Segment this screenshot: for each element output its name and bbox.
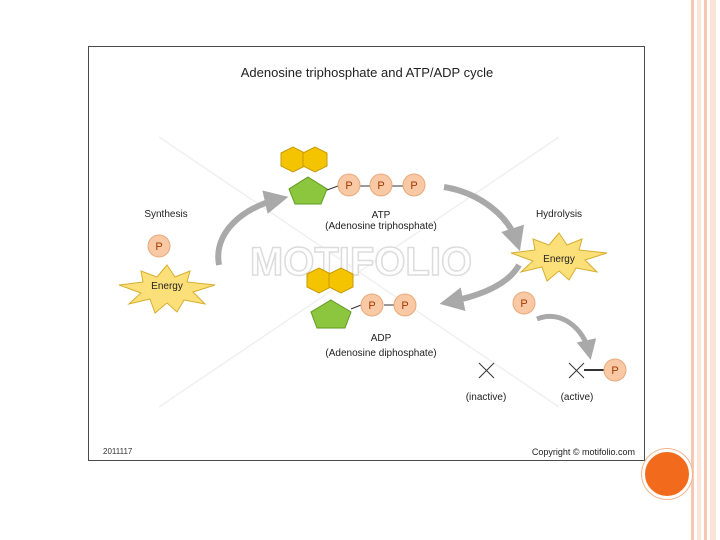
adp-base-hexagon-2	[328, 267, 354, 294]
watermark	[158, 136, 560, 408]
energy-burst-right	[510, 232, 608, 282]
adp-full-name: (Adenosine diphosphate)	[325, 348, 436, 359]
adp-molecule: P P	[306, 267, 417, 329]
inactive-label: (inactive)	[466, 392, 507, 403]
atp-adp-cycle-figure: MOTIFOLIO Adenosine triphosphate and ATP…	[88, 46, 645, 461]
atp-base-hexagon-1	[280, 146, 306, 173]
atp-sugar-pentagon	[288, 176, 328, 205]
atp-molecule: P P P	[280, 146, 426, 205]
adp-base-hexagon-1	[306, 267, 332, 294]
atp-full-name: (Adenosine triphosphate)	[325, 221, 437, 232]
atp-phosphate-1-label: P	[345, 180, 352, 192]
adp-phosphate-1	[360, 293, 384, 317]
watermark-text: MOTIFOLIO	[250, 240, 472, 284]
copyright: Copyright © motifolio.com	[532, 447, 635, 457]
figure-code: 2011117	[103, 447, 133, 456]
energy-right-label: Energy	[543, 254, 575, 265]
diagram-title: Adenosine triphosphate and ATP/ADP cycle	[241, 65, 493, 80]
slide-accent-circle	[642, 449, 692, 499]
phosphate-transfer-arrow	[536, 313, 597, 360]
slide-stripe-1	[691, 0, 694, 540]
synthesis-label: Synthesis	[144, 209, 187, 220]
active-phosphate-label: P	[611, 365, 618, 377]
inactive-protein-marker	[478, 362, 495, 379]
adp-phosphate-1-label: P	[368, 300, 375, 312]
diagram-canvas: MOTIFOLIO Adenosine triphosphate and ATP…	[103, 65, 635, 457]
atp-phosphate-1	[337, 173, 361, 197]
free-phosphate-left-label: P	[155, 241, 162, 253]
atp-to-adp-arrow	[439, 263, 522, 311]
hydrolysis-label: Hydrolysis	[536, 209, 582, 220]
adp-phosphate-2-label: P	[401, 300, 408, 312]
active-label: (active)	[561, 392, 594, 403]
energy-left-label: Energy	[151, 281, 183, 292]
atp-phosphate-2-label: P	[377, 180, 384, 192]
adp-sugar-pentagon	[310, 299, 352, 329]
atp-phosphate-3-label: P	[410, 180, 417, 192]
free-phosphate-left	[147, 234, 171, 258]
atp-base-hexagon-2	[302, 146, 328, 173]
atp-label: ATP	[372, 210, 391, 221]
active-protein-marker	[568, 362, 604, 379]
released-phosphate-label: P	[520, 298, 527, 310]
slide-stripe-2	[697, 0, 701, 540]
adp-phosphate-2	[393, 293, 417, 317]
slide-stripe-4	[710, 0, 716, 540]
active-phosphate	[603, 358, 627, 382]
atp-phosphate-3	[402, 173, 426, 197]
adp-label: ADP	[371, 333, 392, 344]
energy-burst-left	[118, 264, 216, 314]
hydrolysis-arrow	[443, 184, 525, 252]
slide-stripe-3	[704, 0, 707, 540]
synthesis-arrow	[215, 190, 289, 266]
released-phosphate	[512, 291, 536, 315]
atp-phosphate-2	[369, 173, 393, 197]
